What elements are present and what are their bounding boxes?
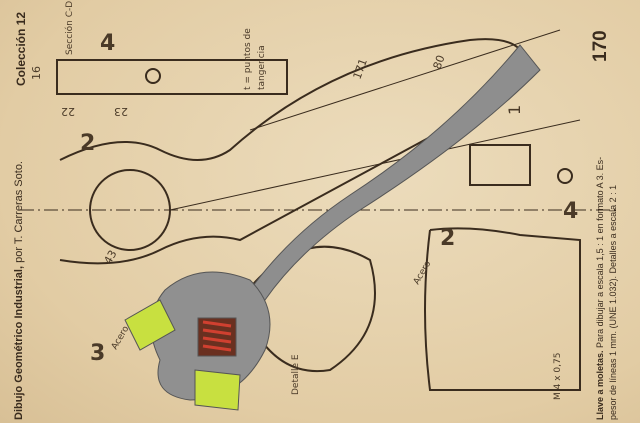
finish-mark: 2 [440, 226, 455, 251]
author: por T. Carreras Soto. [13, 161, 25, 263]
wrench-3d-render [124, 44, 541, 411]
blueprint-lines [20, 29, 620, 391]
dim-label: 171 [351, 57, 370, 81]
part-number: 1 [505, 105, 524, 115]
finish-mark: 4 [563, 199, 578, 224]
book-title: Dibujo Geométrico Industrial, [13, 265, 25, 420]
material-label: Acero [110, 324, 132, 352]
caption-line: Para dibujar a escala 1,5 : 1 en formato… [595, 156, 605, 348]
page-number: 170 [590, 30, 611, 62]
dim-label: 23 [114, 105, 128, 118]
dim-label: 43 [101, 248, 119, 267]
section-label: Sección C-D [64, 1, 75, 55]
movable-jaw [194, 369, 241, 411]
detail-label: Detalle E [291, 354, 301, 395]
tangency-note: t = puntos de [243, 28, 253, 90]
finish-mark: 4 [100, 31, 115, 56]
jaw-detail [424, 227, 581, 391]
finish-mark: 2 [80, 131, 95, 156]
fixed-jaw [124, 299, 176, 351]
wrench-outline-bottom [59, 109, 481, 265]
dim-label: 22 [61, 105, 75, 118]
dimension-labels: 16 22 23 171 80 43 1 Sección C-D t = pun… [30, 1, 578, 400]
finish-mark: 3 [90, 341, 105, 366]
caption: Llave a moletas. Para dibujar a escala 1… [594, 157, 620, 420]
book-title-line: Dibujo Geométrico Industrial, por T. Car… [13, 161, 25, 420]
dim-label: 80 [431, 53, 448, 71]
tangency-note: tangencia [257, 45, 267, 90]
collection-label: Colección 12 [14, 11, 28, 86]
caption-title: Llave a moletas. [595, 350, 605, 420]
section-view-outline [56, 59, 288, 95]
caption-line: pesor de líneas 1 mm. (UNE 1.032). Detal… [608, 184, 618, 420]
dim-label: 16 [30, 66, 43, 80]
thread-label: M 4 x 0,75 [553, 353, 563, 400]
wrench-outline-top [59, 38, 526, 161]
material-label: Acero [412, 259, 434, 287]
